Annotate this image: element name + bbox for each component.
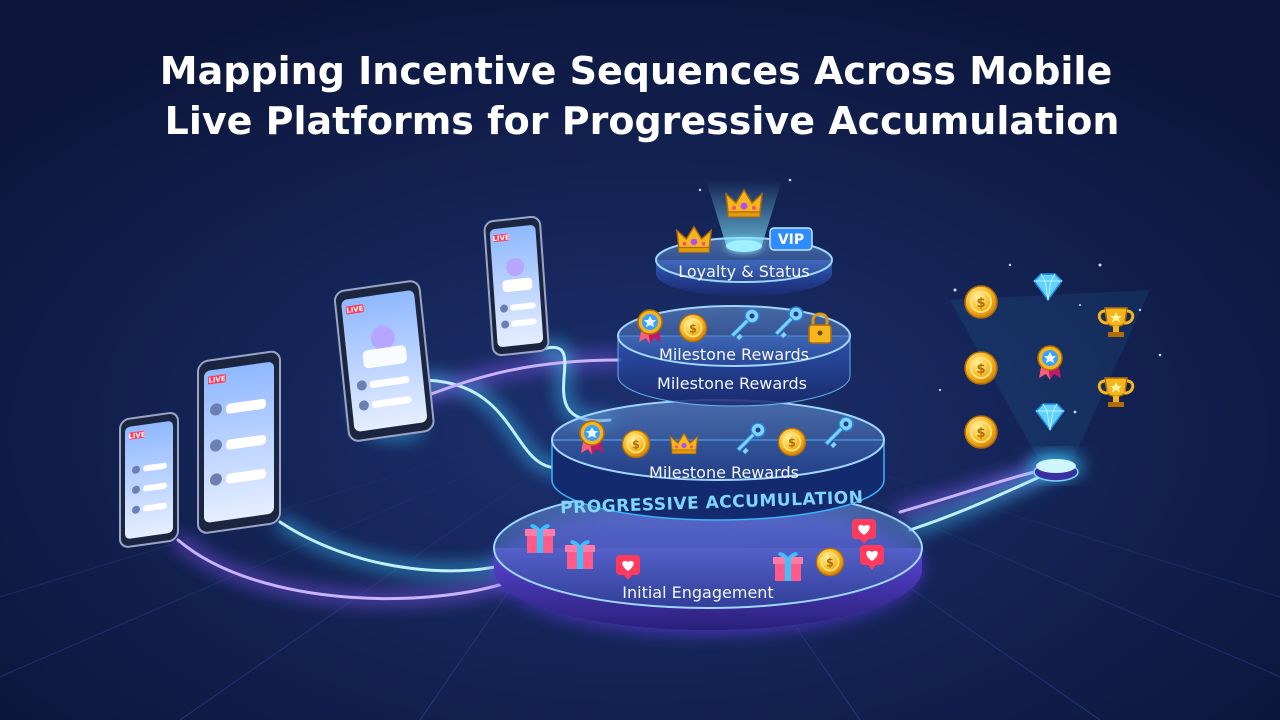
vip-badge-icon: VIP: [769, 227, 813, 251]
tier-upper: [617, 305, 851, 407]
coin-icon: [621, 429, 651, 459]
tier-base: [493, 487, 923, 634]
smartphone-icon: LIVE: [119, 412, 179, 548]
title-line-1: Mapping Incentive Sequences Across Mobil…: [160, 49, 1112, 93]
tablet-icon: LIVE: [334, 280, 435, 442]
accumulation-pyramid: Loyalty & Status Milestone Rewards Miles…: [493, 180, 923, 634]
coin-icon: [964, 285, 998, 319]
top-glow: [726, 240, 762, 252]
coin-icon: [678, 313, 708, 343]
title-line-2: Live Platforms for Progressive Accumulat…: [165, 99, 1120, 143]
sparkles: [698, 178, 1162, 414]
medal-icon: [637, 309, 663, 345]
coin-icon: [964, 351, 998, 385]
tablet-icon: LIVE: [197, 350, 281, 534]
smartphone-icon: LIVE: [483, 216, 550, 357]
rewards-hologram: [950, 273, 1150, 482]
tier-label-loyalty: Loyalty & Status: [678, 262, 810, 281]
tier-label-initial: Initial Engagement: [622, 583, 773, 602]
devices: LIVE LIVE LIVE: [119, 216, 550, 548]
coin-icon: [964, 415, 998, 449]
tier-label-milestone-upper-a: Milestone Rewards: [659, 345, 809, 364]
live-badge: LIVE: [346, 305, 364, 315]
tier-label-milestone-middle: Milestone Rewards: [649, 463, 799, 482]
medal-icon: [579, 420, 605, 456]
live-badge: LIVE: [208, 374, 225, 385]
coin-icon: [815, 547, 845, 577]
live-badge: LIVE: [492, 233, 510, 243]
tier-label-milestone-upper-b: Milestone Rewards: [657, 374, 807, 393]
vip-badge-label: VIP: [778, 232, 804, 248]
coin-icon: [777, 427, 807, 457]
tier-band: [551, 399, 885, 521]
live-badge: LIVE: [128, 429, 145, 440]
medal-icon: [1037, 345, 1063, 381]
